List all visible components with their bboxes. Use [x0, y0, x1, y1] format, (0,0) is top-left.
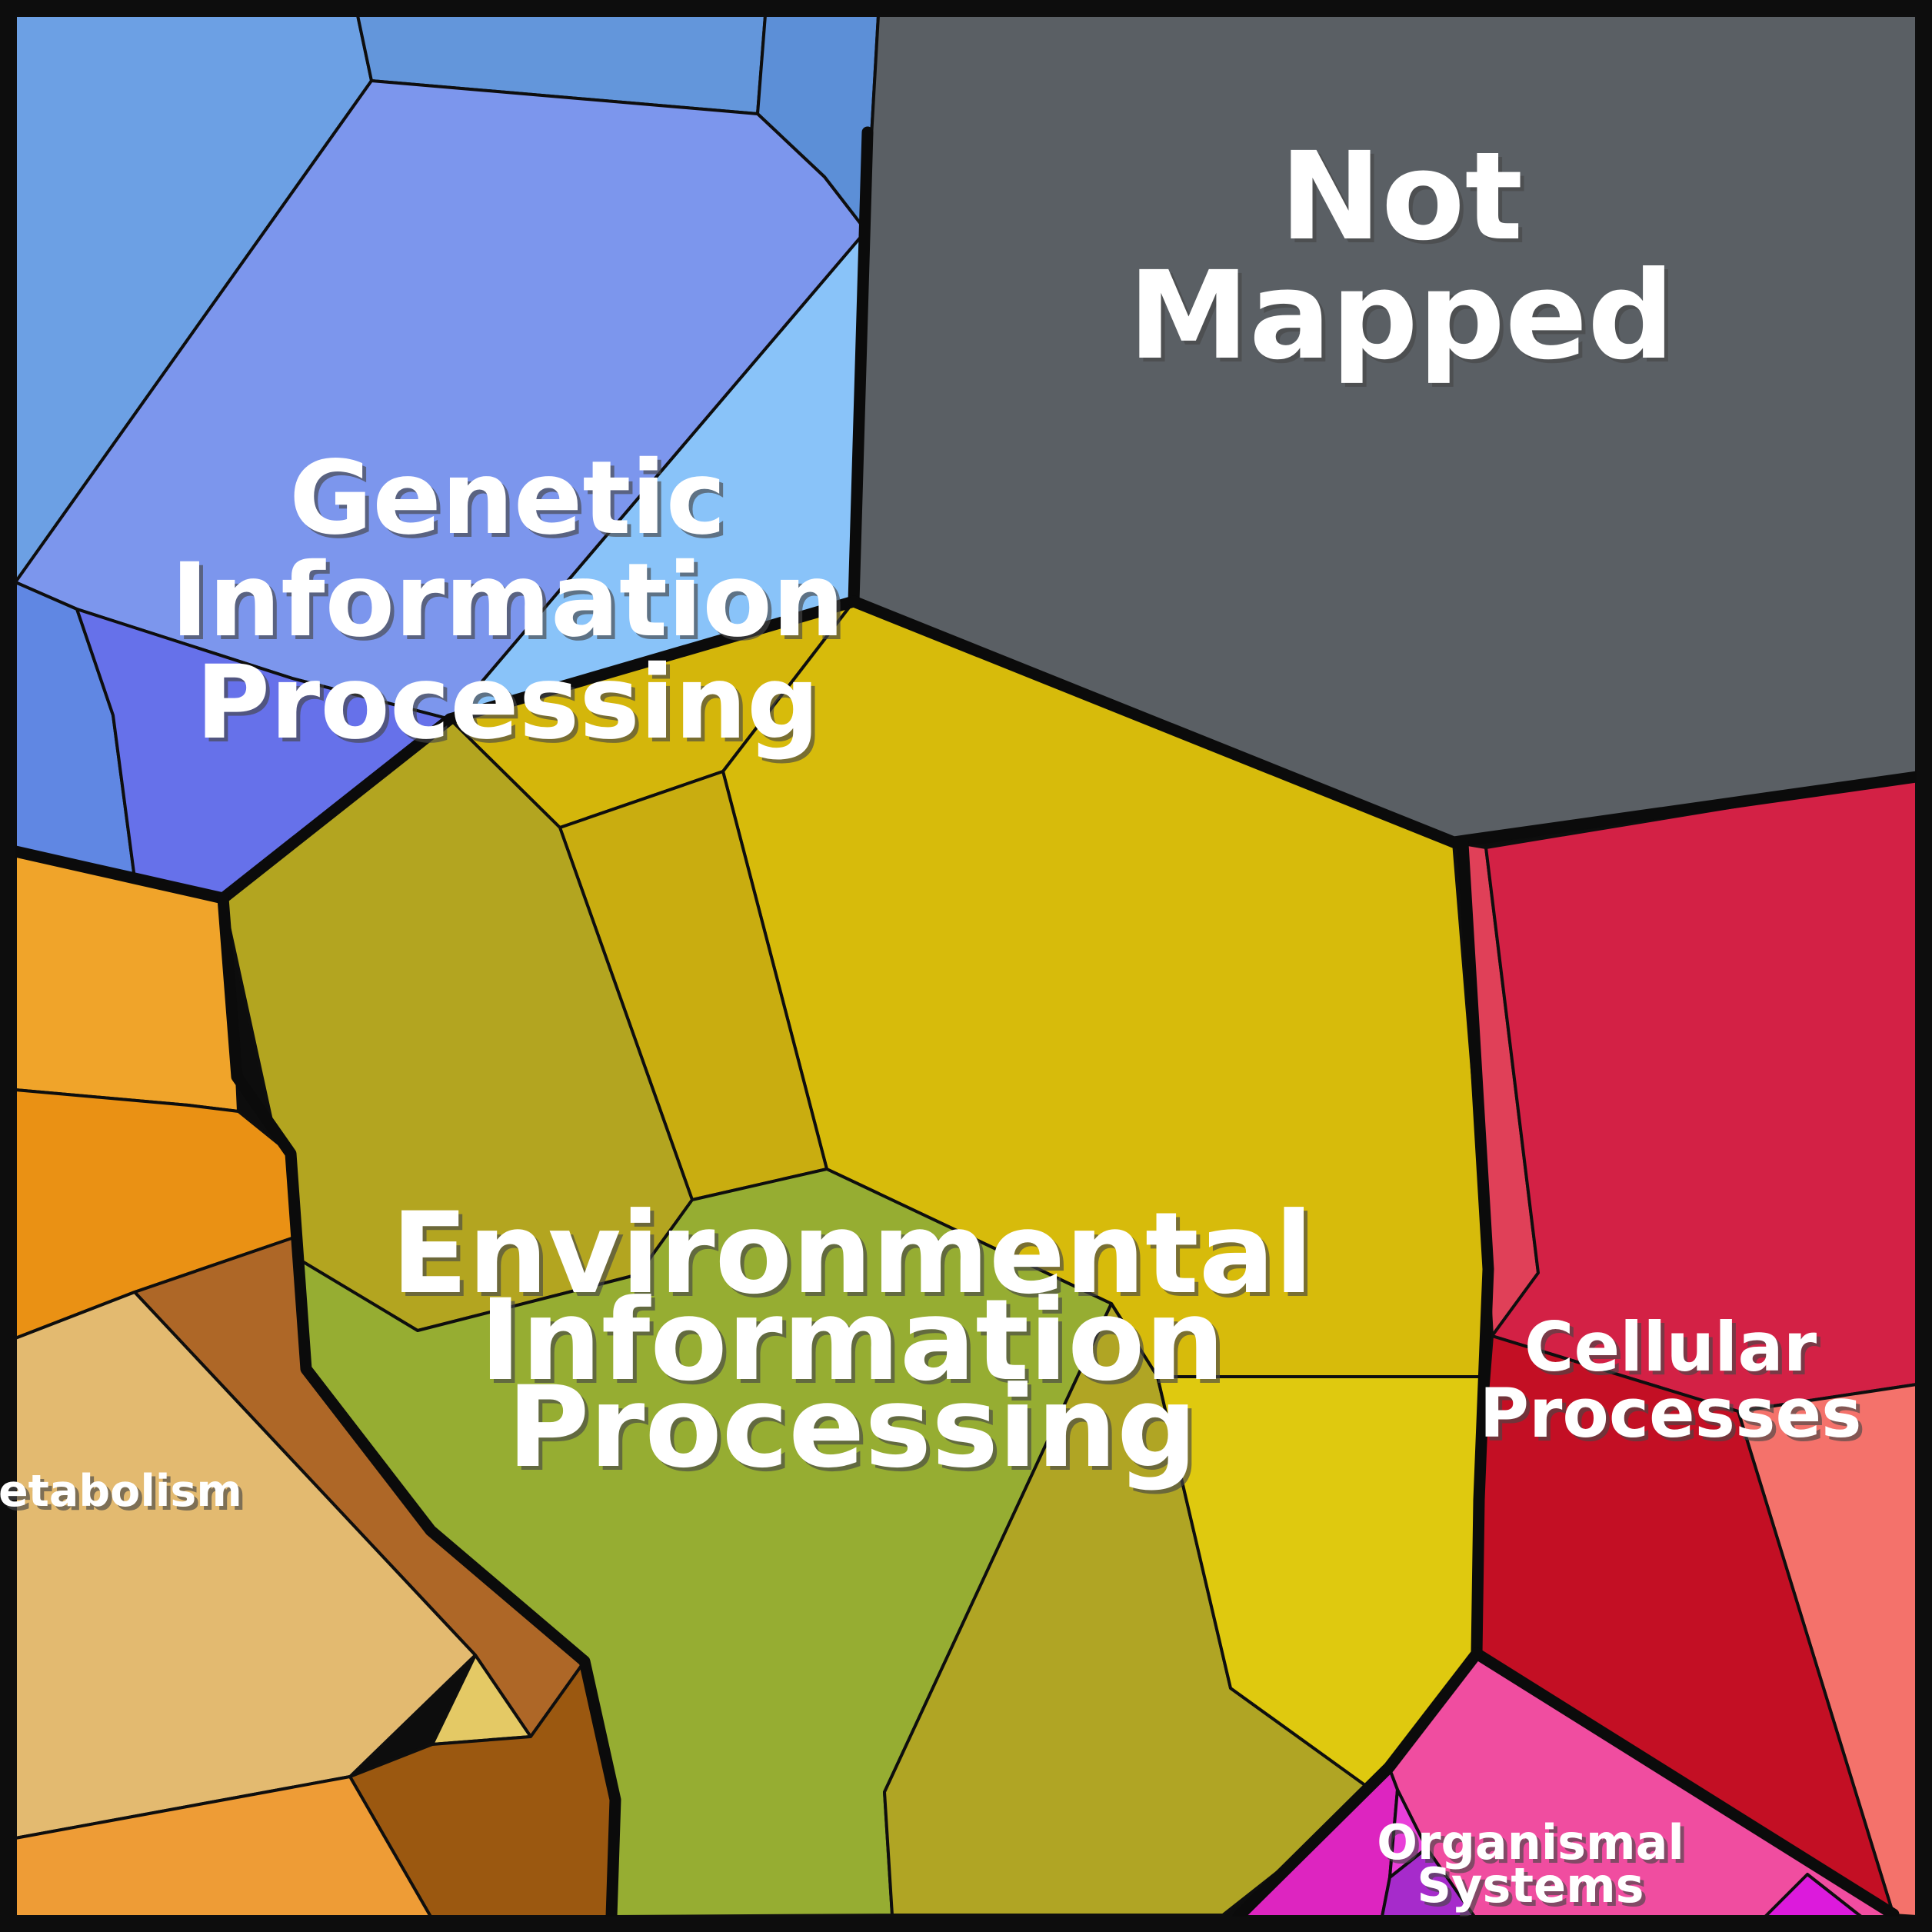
boundary-gip-metabolism	[9, 845, 229, 904]
svg-text:Metabolism: Metabolism	[0, 1470, 246, 1521]
boundary-metabolism-eip	[217, 892, 621, 1923]
boundary-eip-notmapped	[848, 595, 1460, 848]
boundary-eip-cp	[1447, 836, 1494, 1660]
boundary-gip-eip-left	[217, 713, 456, 904]
boundary-eip-os	[1232, 1647, 1483, 1923]
boundary-cp-os	[1471, 1647, 1900, 1920]
treemap-group-boundaries	[9, 126, 1923, 1923]
svg-text:Metabolism: Metabolism	[0, 1466, 242, 1517]
boundary-gip-notmapped	[848, 126, 874, 608]
label-metabolism: MetabolismMetabolism	[0, 1466, 246, 1521]
boundary-gip-eip-top	[444, 595, 860, 725]
boundary-notmapped-cp	[1447, 771, 1923, 848]
